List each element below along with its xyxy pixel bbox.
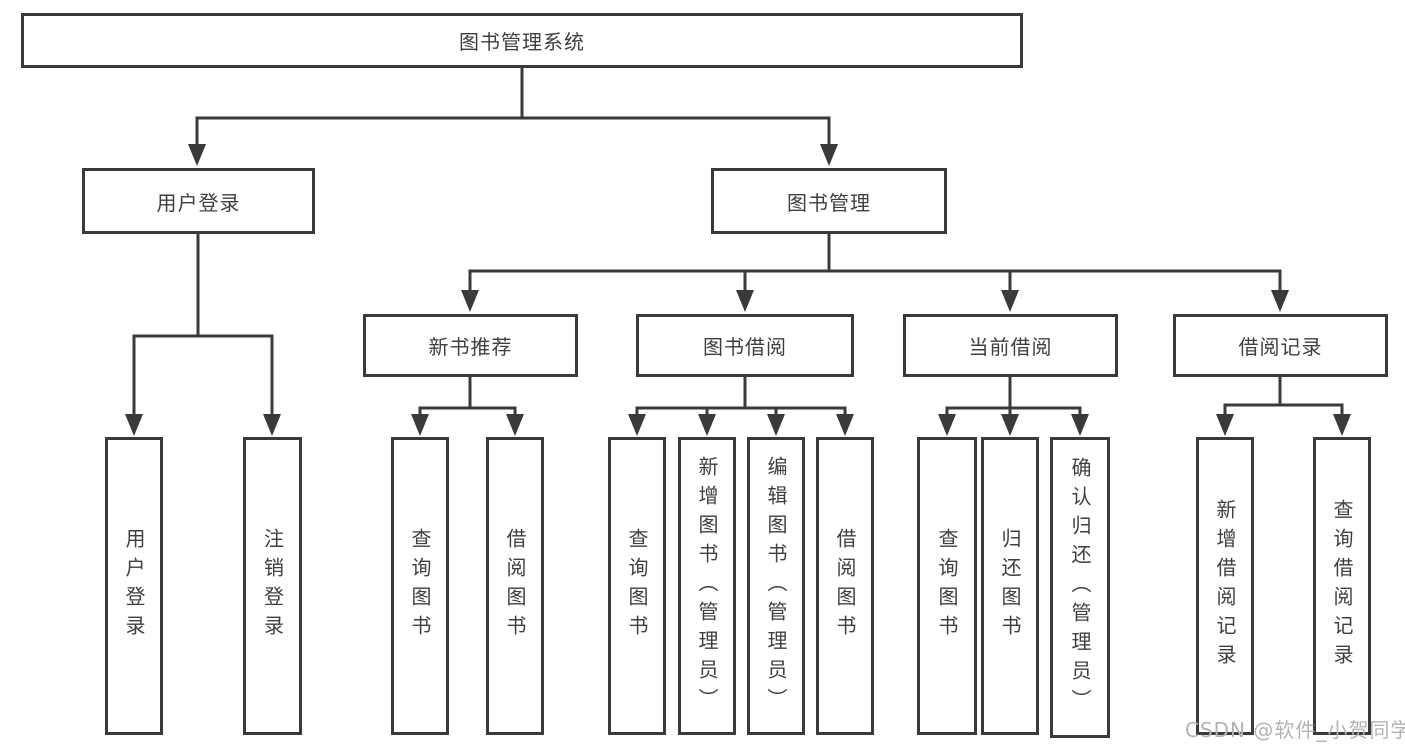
- leaf-borrow-add-label: 新增图书（管理员）: [695, 455, 719, 717]
- leaf-newbook-query-label: 查询图书: [408, 528, 432, 644]
- edge-newbook-rail: [418, 406, 517, 422]
- arrowhead: [461, 290, 479, 312]
- leaf-borrow-edit: 编辑图书（管理员）: [747, 437, 805, 735]
- leaf-borrow-query: 查询图书: [608, 437, 666, 735]
- node-current-borrow-label: 当前借阅: [968, 335, 1053, 359]
- node-user-login: 用户登录: [82, 168, 315, 234]
- node-book-management: 图书管理: [711, 168, 947, 234]
- arrowhead: [1001, 414, 1019, 436]
- node-borrow-record: 借阅记录: [1173, 314, 1388, 377]
- leaf-current-confirm-label: 确认归还（管理员）: [1068, 457, 1092, 718]
- arrowhead: [1271, 290, 1289, 312]
- leaf-current-return: 归还图书: [981, 437, 1039, 735]
- arrowhead: [125, 414, 143, 436]
- leaf-newbook-borrow-label: 借阅图书: [503, 528, 527, 644]
- edge-root-rail: [195, 116, 831, 150]
- arrowhead: [1216, 414, 1234, 436]
- arrowhead: [1071, 414, 1089, 436]
- arrowhead: [767, 414, 785, 436]
- leaf-user-login: 用户登录: [105, 437, 163, 735]
- leaf-logout-label: 注销登录: [260, 528, 285, 644]
- leaf-record-add: 新增借阅记录: [1196, 437, 1254, 735]
- leaf-borrow-edit-label: 编辑图书（管理员）: [764, 455, 788, 717]
- node-root: 图书管理系统: [21, 13, 1023, 68]
- leaf-borrow-borrow-label: 借阅图书: [833, 528, 857, 644]
- leaf-newbook-query: 查询图书: [391, 437, 449, 735]
- node-book-borrow-label: 图书借阅: [703, 335, 787, 359]
- node-borrow-record-label: 借阅记录: [1238, 335, 1323, 359]
- edge-bookborrow-rail: [635, 406, 847, 422]
- node-book-borrow: 图书借阅: [636, 314, 854, 377]
- node-user-login-label: 用户登录: [156, 190, 241, 215]
- arrowhead: [820, 144, 838, 166]
- arrowhead: [938, 414, 956, 436]
- leaf-logout: 注销登录: [243, 437, 302, 735]
- node-new-book-recommend: 新书推荐: [363, 314, 578, 377]
- leaf-record-query: 查询借阅记录: [1313, 437, 1371, 735]
- leaf-record-add-label: 新增借阅记录: [1213, 499, 1237, 673]
- leaf-borrow-add: 新增图书（管理员）: [678, 437, 736, 735]
- arrowhead: [836, 414, 854, 436]
- edge-bookmgmt-rail: [468, 269, 1282, 296]
- node-new-book-recommend-label: 新书推荐: [428, 335, 513, 359]
- node-book-management-label: 图书管理: [787, 190, 871, 215]
- leaf-record-query-label: 查询借阅记录: [1330, 499, 1354, 673]
- arrowhead: [698, 414, 716, 436]
- csdn-watermark: CSDN @软件_小贺同学: [1185, 718, 1405, 742]
- leaf-borrow-borrow: 借阅图书: [816, 437, 874, 735]
- leaf-current-query-label: 查询图书: [935, 528, 959, 644]
- arrowhead: [411, 414, 429, 436]
- arrowhead: [1333, 414, 1351, 436]
- leaf-current-query: 查询图书: [917, 437, 977, 735]
- edge-borrowrecord-rail: [1223, 403, 1344, 420]
- leaf-newbook-borrow: 借阅图书: [486, 437, 544, 735]
- leaf-user-login-label: 用户登录: [122, 528, 146, 644]
- edge-userlogin-rail: [132, 334, 274, 420]
- leaf-borrow-query-label: 查询图书: [625, 528, 649, 644]
- arrowhead: [628, 414, 646, 436]
- arrowhead: [1001, 290, 1019, 312]
- leaf-current-return-label: 归还图书: [998, 528, 1022, 644]
- node-current-borrow: 当前借阅: [903, 314, 1118, 377]
- arrowhead: [263, 414, 281, 436]
- arrowhead: [506, 414, 524, 436]
- leaf-current-confirm: 确认归还（管理员）: [1050, 437, 1110, 738]
- arrowhead: [736, 290, 754, 312]
- node-root-label: 图书管理系统: [459, 30, 585, 54]
- arrowhead: [188, 144, 206, 166]
